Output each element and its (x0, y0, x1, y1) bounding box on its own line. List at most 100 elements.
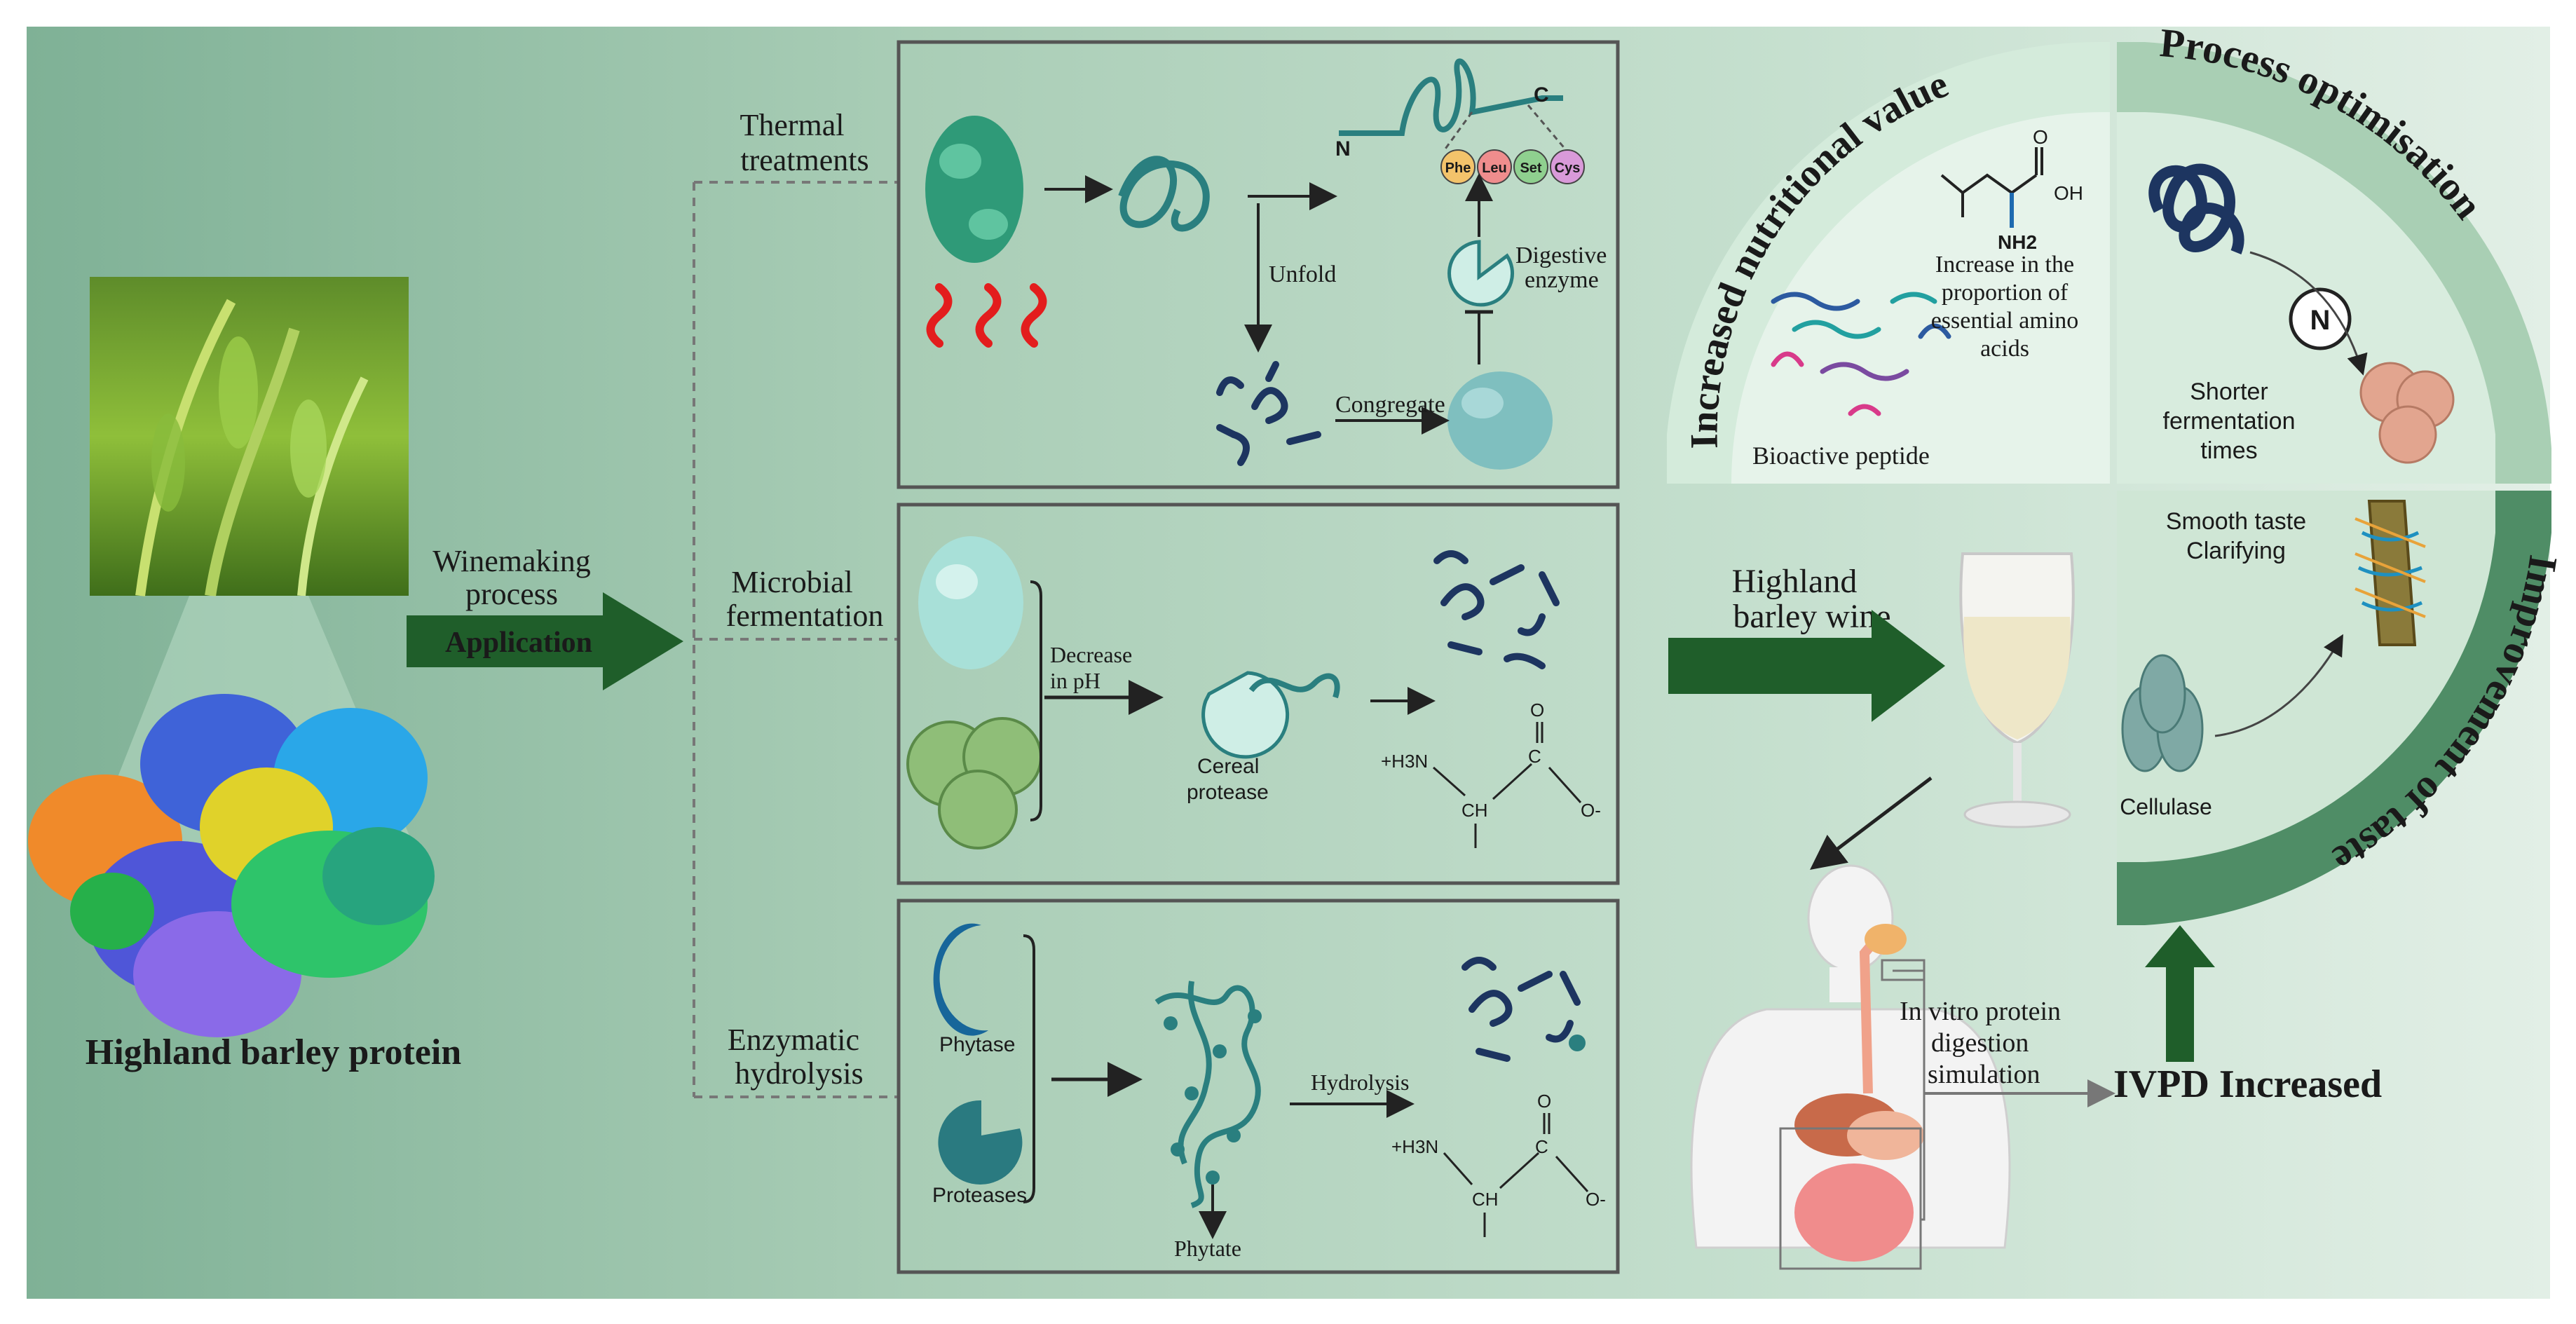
phytate-dot-released (1569, 1035, 1586, 1051)
amino-acid-label: Phe (1445, 161, 1471, 176)
svg-text:CH: CH (1472, 1189, 1499, 1210)
n-terminus: N (1335, 137, 1351, 161)
svg-text:C: C (1535, 1136, 1548, 1157)
svg-text:C: C (1528, 746, 1541, 767)
unfold-label: Unfold (1269, 261, 1336, 287)
svg-text:NH2: NH2 (1998, 231, 2037, 253)
protease-enzyme-icon (938, 1100, 1023, 1185)
winemaking-label-2: process (465, 577, 558, 611)
smooth-taste-label: Smooth taste (2166, 508, 2306, 535)
digestive-label-2: enzyme (1525, 267, 1599, 293)
protein-title: Highland barley protein (86, 1032, 462, 1072)
svg-text:OH: OH (2054, 182, 2083, 204)
microbial-protein (918, 536, 1023, 669)
shorter-label-2: fermentation (2163, 408, 2296, 435)
c-terminus: C (1534, 83, 1549, 107)
application-label: Application (445, 627, 592, 659)
winemaking-label-1: Winemaking (432, 544, 591, 578)
digestion-label-3: simulation (1928, 1060, 2040, 1089)
amino-acid-structure-2: +H3N CH C O O- (1391, 1091, 1606, 1237)
unfolded-chain (1339, 58, 1563, 136)
protease-label-2: protease (1187, 781, 1269, 804)
wine-glass (1959, 552, 2075, 828)
amino-acid-circle (1550, 149, 1585, 184)
svg-text:O: O (2033, 126, 2048, 148)
decrease-label-1: Decrease (1050, 642, 1132, 667)
aggregated-protein (1447, 371, 1553, 470)
thermal-panel (897, 40, 1620, 489)
protease-label-1: Cereal (1197, 755, 1259, 778)
microbial-label-1: Microbial (731, 565, 853, 599)
wine-label-1: Highland (1732, 563, 1858, 600)
yeast-cluster (2359, 362, 2455, 464)
cereal-protease-icon (1201, 671, 1290, 759)
peptide-label: Bioactive peptide (1752, 442, 1930, 470)
increase-label-1: Increase in the (1935, 252, 2074, 278)
amino-acid-label: Leu (1482, 161, 1507, 176)
increase-label-2: proportion of (1942, 280, 2069, 306)
phytate-protein-complex (1154, 981, 1261, 1208)
phytase-icon (933, 923, 988, 1036)
svg-text:CH: CH (1461, 800, 1488, 821)
ivpd-result: IVPD Increased (2113, 1063, 2382, 1106)
protein-chain-cut (1248, 673, 1340, 699)
amino-acid-circle (1513, 149, 1548, 184)
peptide-fragments-enzymatic (1461, 957, 1581, 1062)
svg-text:+H3N: +H3N (1381, 751, 1428, 772)
increase-label-4: acids (1980, 336, 2029, 362)
thermal-label-2: treatments (740, 143, 868, 177)
wine-arrow (1668, 610, 1945, 722)
digestive-label-1: Digestive (1515, 243, 1607, 268)
cellulase-label: Cellulase (2120, 794, 2212, 819)
svg-text:O: O (1530, 699, 1544, 721)
amino-acid-structure-1: +H3N CH C O O- (1381, 699, 1601, 848)
n-symbol (2289, 287, 2352, 350)
proteases-label: Proteases (932, 1184, 1027, 1207)
protein-structure (28, 694, 435, 1037)
branch-connectors (693, 181, 897, 1098)
amino-acid-label: Cys (1555, 161, 1581, 176)
amino-acid-label: Set (1520, 161, 1541, 176)
long-fermentation-protein (2148, 163, 2244, 254)
enzymatic-panel (897, 899, 1620, 1274)
thermal-protein (925, 116, 1023, 263)
enzymatic-label-1: Enzymatic (728, 1023, 859, 1057)
svg-text:O-: O- (1581, 800, 1601, 821)
microbial-label-2: fermentation (726, 599, 884, 633)
phytate-dots (1164, 1009, 1262, 1185)
svg-text:O-: O- (1586, 1189, 1606, 1210)
barley-photo (90, 277, 409, 597)
phytate-label: Phytate (1174, 1236, 1241, 1261)
dispersed-fragments (1216, 361, 1321, 466)
congregate-label: Congregate (1335, 392, 1445, 418)
amino-acid-group: Phe Leu Set Cys (1440, 149, 1585, 184)
body-callout-lines (1893, 969, 1926, 1221)
increase-label-3: essential amino (1931, 308, 2079, 334)
human-body-figure (1690, 864, 2011, 1270)
enzymatic-bracket (1023, 934, 1035, 1203)
heat-waves (926, 283, 1047, 348)
cellulose-fibre (2354, 500, 2426, 646)
thermal-label-1: Thermal (740, 108, 844, 142)
shorter-label-1: Shorter (2190, 378, 2268, 405)
bioactive-peptides (1771, 292, 1951, 416)
cleavage-lines (1443, 104, 1568, 151)
partially-unfolded-protein (1118, 156, 1210, 232)
arrow-wine-to-body (1810, 777, 1933, 871)
arrow-cellulase-to-fibre (2214, 634, 2343, 737)
hydrolysis-label: Hydrolysis (1311, 1070, 1409, 1095)
enzymatic-label-2: hydrolysis (735, 1056, 863, 1091)
leucine-molecule: O OH NH2 (1940, 126, 2083, 253)
shorter-label-3: times (2200, 437, 2257, 464)
decrease-label-2: in pH (1050, 668, 1100, 693)
microbial-panel (897, 503, 1620, 885)
n-symbol-label: N (2310, 305, 2331, 336)
arrow-to-yeast (2249, 251, 2368, 376)
ivpd-up-arrow (2145, 925, 2215, 1062)
nutrition-panel (1667, 41, 2110, 484)
application-arrow (407, 592, 683, 690)
yeast-cells (906, 717, 1042, 849)
digestive-enzyme-icon (1447, 240, 1515, 307)
